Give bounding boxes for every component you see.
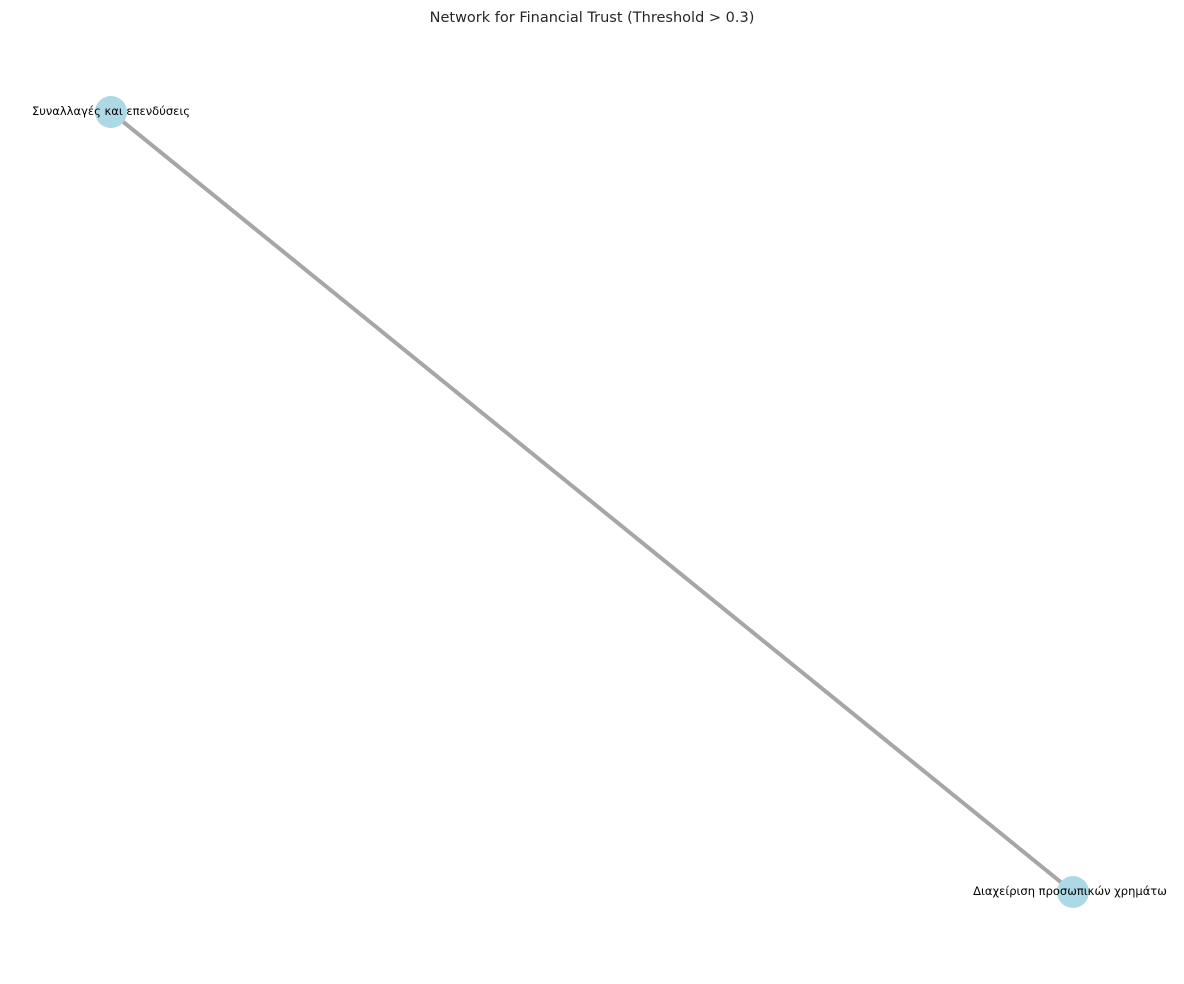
node-personal-finance-management[interactable]: Διαχείριση προσωπικών χρημάτω <box>973 876 1167 908</box>
node-label: Συναλλαγές και επενδύσεις <box>32 104 190 118</box>
edge-layer <box>109 110 1075 894</box>
edge-n1-n2 <box>109 110 1075 894</box>
node-layer: Συναλλαγές και επενδύσεις Διαχείριση προ… <box>32 96 1167 908</box>
node-transactions-investments[interactable]: Συναλλαγές και επενδύσεις <box>32 96 190 128</box>
node-marker <box>95 96 127 128</box>
chart-title: Network for Financial Trust (Threshold >… <box>430 10 755 26</box>
node-marker <box>1057 876 1089 908</box>
node-label: Διαχείριση προσωπικών χρημάτω <box>973 884 1167 898</box>
